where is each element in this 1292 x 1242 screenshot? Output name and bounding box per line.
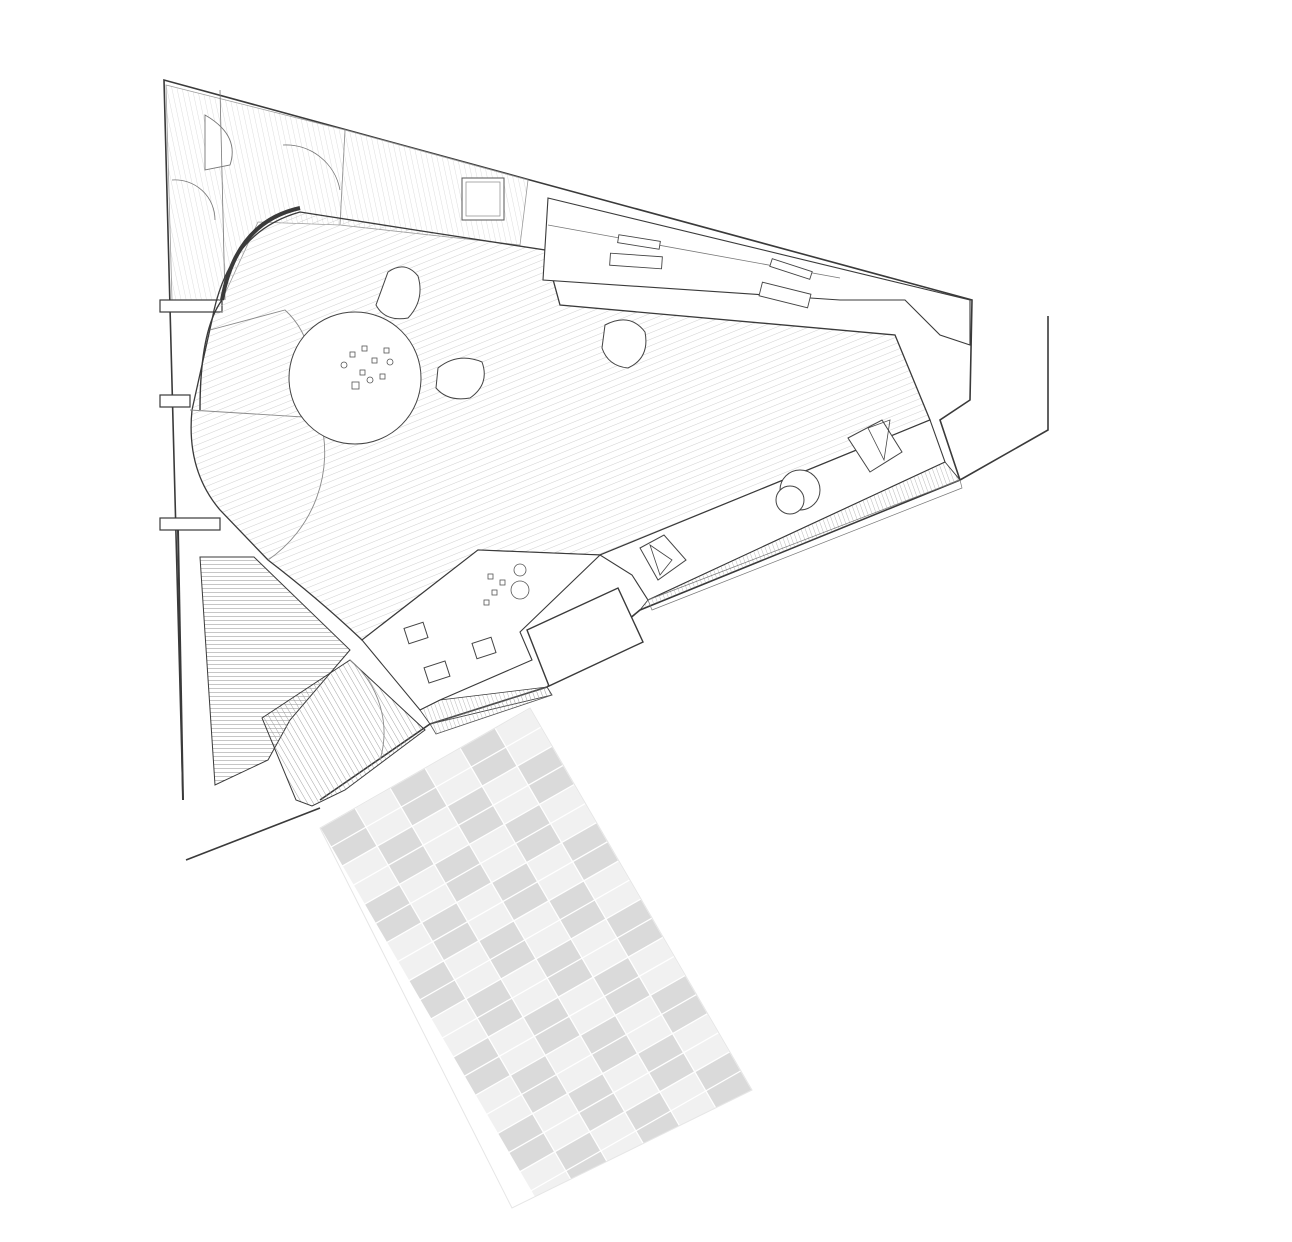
paving-tile xyxy=(705,1070,752,1111)
southeast-counter xyxy=(598,419,963,612)
door-swing xyxy=(349,659,385,761)
paving-edge xyxy=(319,707,753,1209)
furniture xyxy=(288,266,647,445)
cashier-counter xyxy=(361,549,644,725)
sink-fixture xyxy=(461,177,505,221)
northwest-rooms xyxy=(159,84,529,531)
stool xyxy=(375,266,421,320)
door-swing xyxy=(282,144,341,191)
toilet-fixture xyxy=(204,114,233,171)
round-table xyxy=(288,311,422,445)
stool xyxy=(435,357,485,400)
entrance xyxy=(261,659,553,807)
door-swing xyxy=(171,179,216,221)
stool xyxy=(601,319,647,369)
upper-counter xyxy=(542,197,971,346)
display-object xyxy=(847,419,903,473)
exterior-paving xyxy=(320,708,752,1208)
cashier-box xyxy=(526,587,644,687)
